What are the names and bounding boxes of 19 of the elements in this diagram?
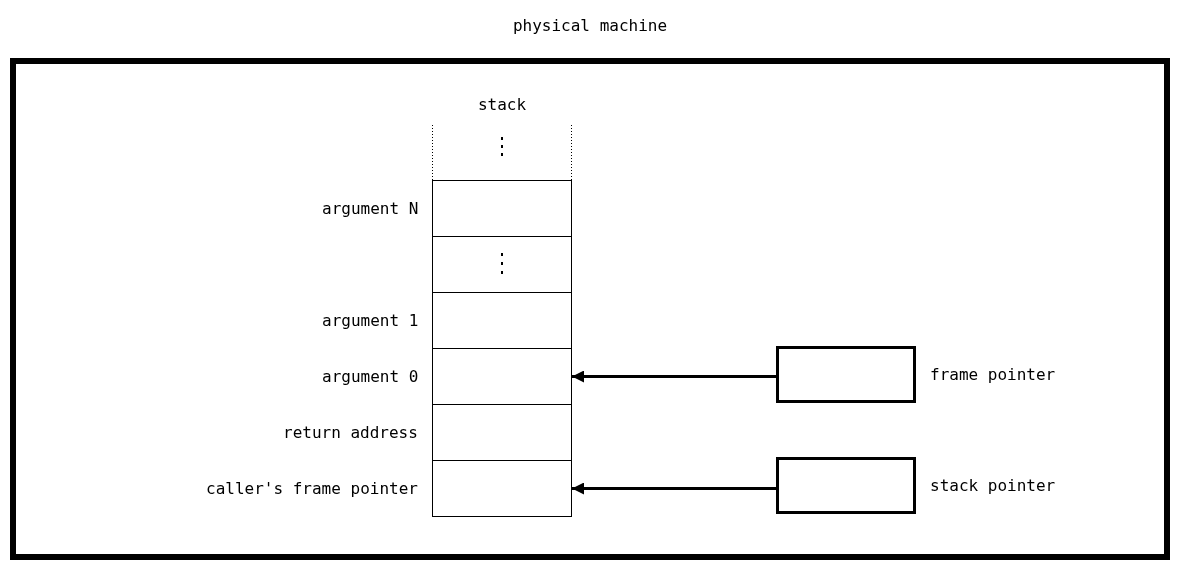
slot-label: caller's frame pointer xyxy=(206,478,418,499)
slot-label: argument 0 xyxy=(322,366,419,387)
stack-cell xyxy=(432,236,572,293)
slot-label: return address xyxy=(283,422,418,443)
slot-label: argument 1 xyxy=(322,310,419,331)
slot-label: argument N xyxy=(322,198,419,219)
machine-label: physical machine xyxy=(511,16,669,36)
stack-cell xyxy=(432,348,572,405)
arrow xyxy=(572,482,776,495)
stack-cell xyxy=(432,404,572,461)
slot-label: frame pointer xyxy=(930,364,1056,385)
stack-cell xyxy=(432,460,572,517)
register-box xyxy=(776,457,916,514)
slot-label: stack pointer xyxy=(930,475,1056,496)
register-box xyxy=(776,346,916,403)
stack-heading: stack xyxy=(476,95,528,115)
stack-cell xyxy=(432,180,572,237)
stack-cell xyxy=(432,292,572,349)
arrow xyxy=(572,370,776,383)
